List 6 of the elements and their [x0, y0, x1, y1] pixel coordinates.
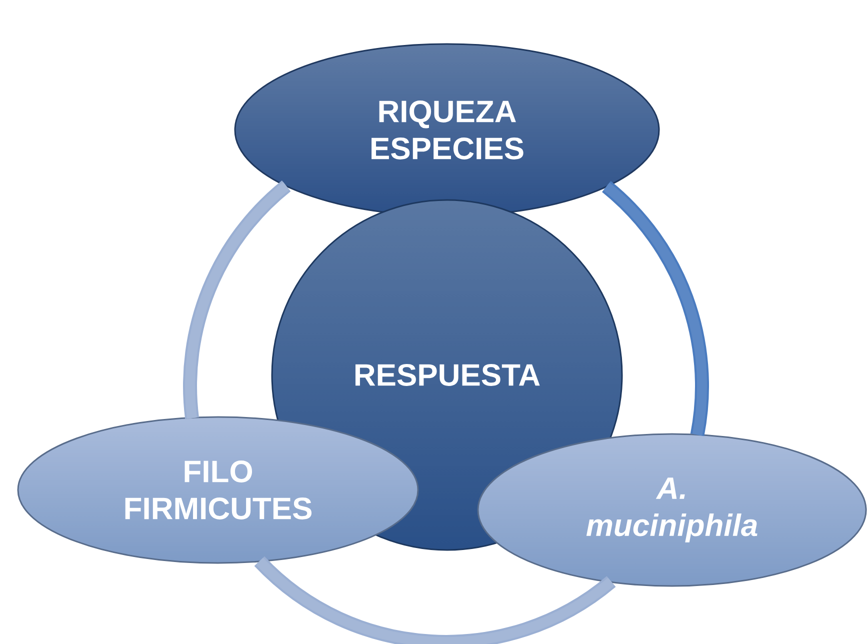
- ring-arc: [254, 556, 616, 644]
- oval-node: FILO FIRMICUTES: [17, 416, 419, 564]
- ring-arc: [602, 181, 709, 436]
- ring-arc: [183, 180, 291, 419]
- oval-node: RIQUEZA ESPECIES: [234, 43, 660, 217]
- oval-node: A. muciniphila: [477, 433, 867, 587]
